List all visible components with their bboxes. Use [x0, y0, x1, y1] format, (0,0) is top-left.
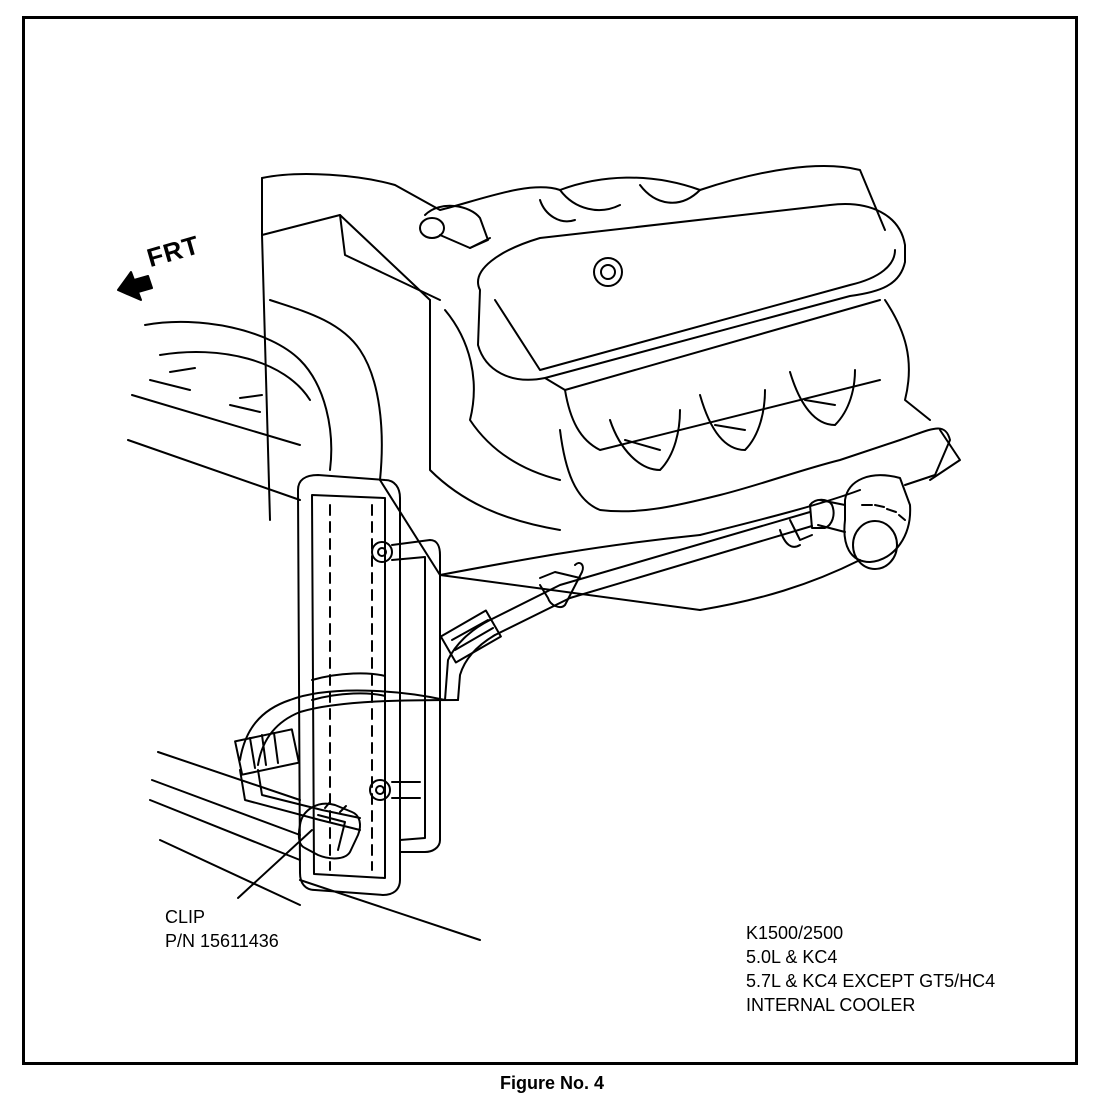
clip-part-number: P/N 15611436	[165, 931, 279, 951]
engine-block	[261, 165, 886, 611]
cooler-fittings	[369, 539, 441, 853]
figure-caption: Figure No. 4	[499, 1073, 604, 1093]
clip	[297, 801, 361, 860]
clip-leader-line	[237, 829, 313, 899]
oil-cooler	[297, 474, 401, 896]
radiator-outline	[127, 320, 481, 941]
water-outlet	[419, 204, 491, 249]
lower-line	[234, 728, 361, 831]
spec-line: 5.0L & KC4	[746, 947, 838, 967]
clip-callout-title: CLIP	[165, 907, 206, 927]
exhaust-manifold	[559, 299, 961, 513]
oil-fill-cap	[593, 257, 623, 287]
spec-line: 5.7L & KC4 EXCEPT GT5/HC4	[746, 971, 996, 991]
cooler-lines	[239, 511, 813, 766]
oil-filter	[809, 474, 912, 570]
spec-line: K1500/2500	[746, 923, 844, 943]
figure-frame	[22, 16, 1078, 1065]
spec-line: INTERNAL COOLER	[746, 995, 916, 1015]
upper-fitting	[371, 541, 393, 563]
application-spec-block: K1500/2500 5.0L & KC4 5.7L & KC4 EXCEPT …	[746, 921, 995, 1017]
valve-cover	[477, 203, 906, 391]
front-arrow-icon	[117, 271, 153, 301]
lower-fitting	[369, 779, 391, 801]
